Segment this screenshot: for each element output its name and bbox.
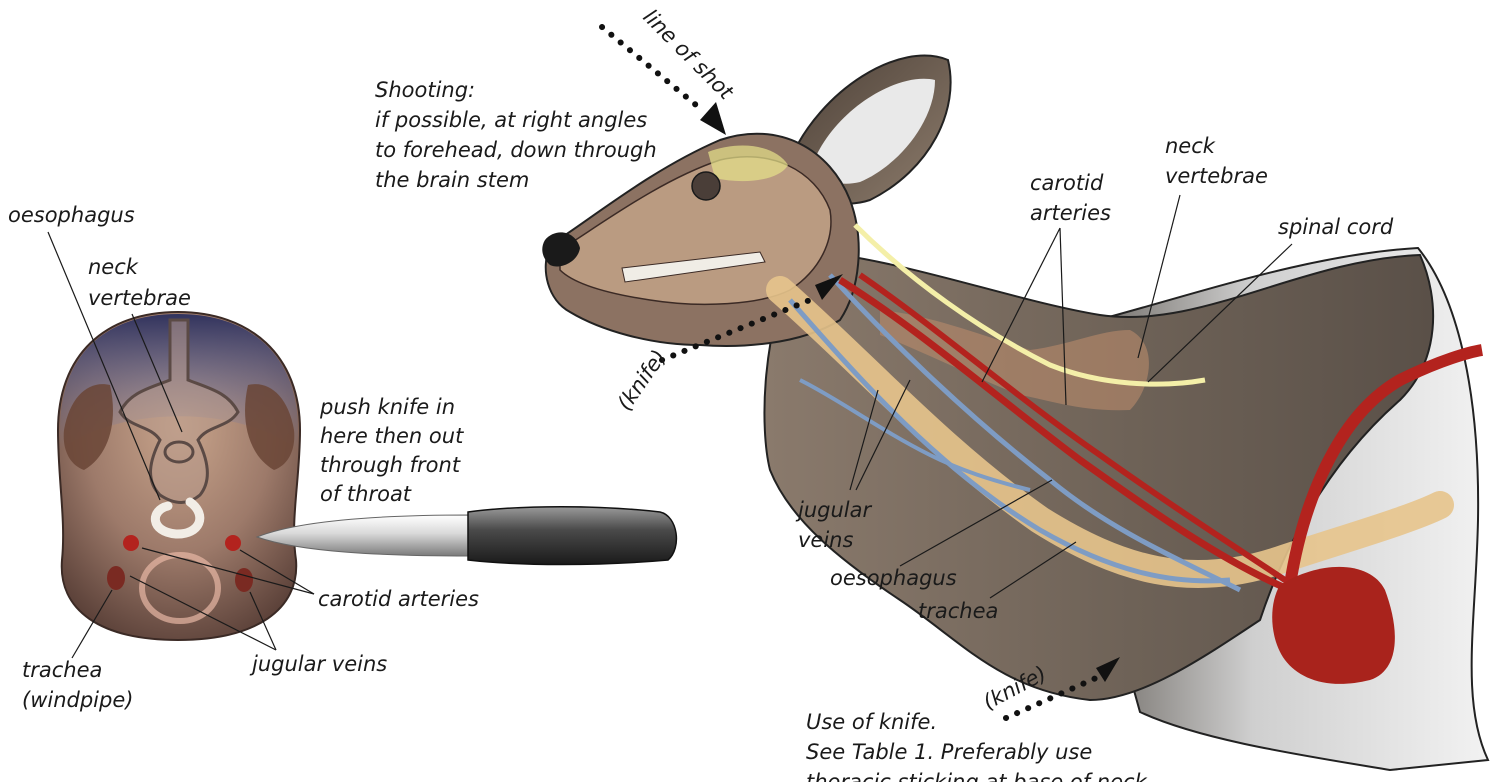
label-jugular-right-2: veins [798,528,853,552]
line-of-shot-arrow [700,102,726,135]
label-trachea-right: trachea [918,599,998,623]
label-oesophagus-left: oesophagus [8,203,135,227]
label-jugular-right-1: jugular [795,498,872,522]
knife-handle [468,507,676,565]
label-shooting-1: Shooting: [375,78,475,102]
label-neck-right: neck [1165,134,1216,158]
neck-cross-section [58,312,300,640]
label-push-knife-4: of throat [320,482,412,506]
label-vertebrae-right: vertebrae [1165,164,1268,188]
deer-ear-inner [815,79,935,184]
cross-section-carotid-left [123,535,139,551]
label-use-of-knife-1: Use of knife. [806,710,937,734]
label-carotid-left: carotid arteries [318,587,479,611]
label-use-of-knife-3: thoracic sticking at base of neck [806,770,1148,782]
label-push-knife-2: here then out [320,424,464,448]
label-shooting-4: the brain stem [375,168,529,192]
label-push-knife-3: through front [320,453,461,477]
label-line-of-shot: line of shot [638,5,738,105]
label-use-of-knife-2: See Table 1. Preferably use [806,740,1092,764]
deer-head-neck [542,56,1488,770]
cross-section-jugular-left [107,566,125,590]
deer-eye [692,172,720,200]
label-carotid-right-1: carotid [1030,171,1104,195]
label-windpipe-left: (windpipe) [22,688,133,712]
label-spinal-cord: spinal cord [1278,215,1394,239]
label-shooting-3: to forehead, down through [375,138,657,162]
label-push-knife-1: push knife in [319,395,455,419]
cross-section-jugular-right [235,568,253,592]
label-trachea-left: trachea [22,658,102,682]
cross-section-carotid-right [225,535,241,551]
label-knife-upper: (knife) [612,345,671,414]
label-vertebrae-left: vertebrae [88,286,191,310]
label-jugular-left: jugular veins [249,652,387,676]
knife-illustration [257,507,676,565]
label-oesophagus-right: oesophagus [830,566,957,590]
label-neck-left: neck [88,255,139,279]
label-shooting-2: if possible, at right angles [375,108,647,132]
label-carotid-right-2: arteries [1030,201,1111,225]
